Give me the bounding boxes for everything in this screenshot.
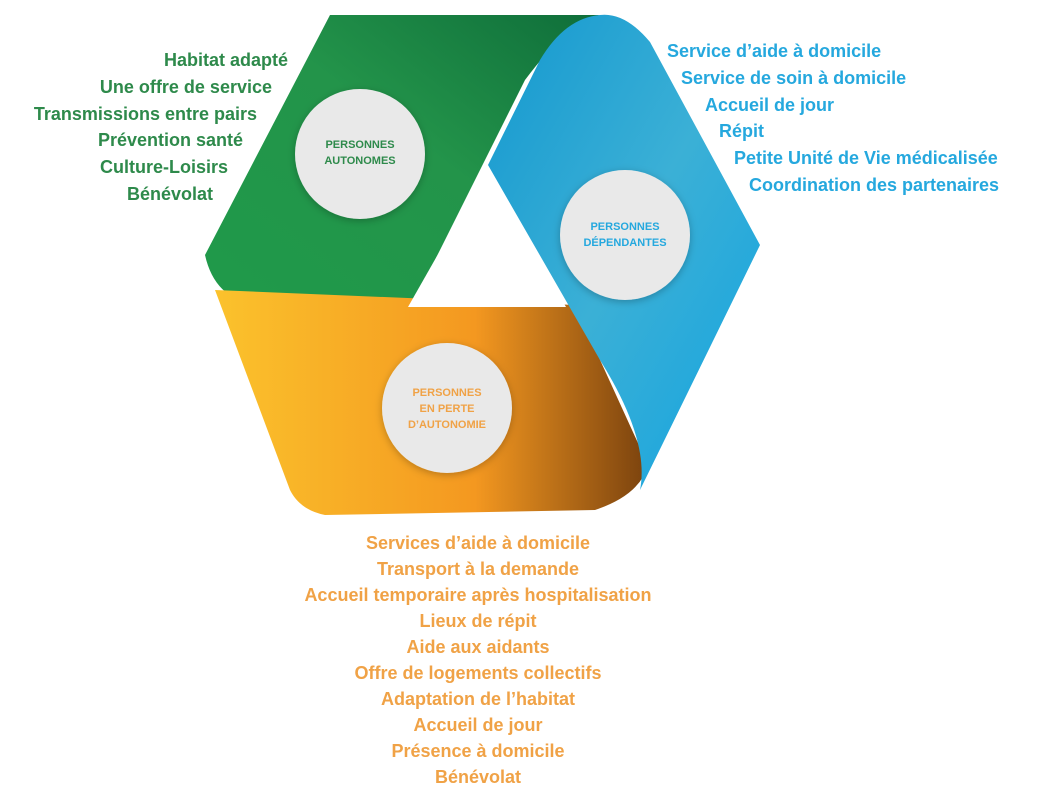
list-item: Adaptation de l’habitat <box>380 689 575 709</box>
list-item: Culture-Loisirs <box>99 157 228 178</box>
list-item: Lieux de répit <box>419 611 537 631</box>
list-item: Accueil de jour <box>413 715 543 735</box>
list-item: Services d’aide à domicile <box>365 533 591 553</box>
list-item: Présence à domicile <box>391 741 565 761</box>
list-item: Offre de logements collectifs <box>354 663 602 683</box>
list-item: Bénévolat <box>126 183 213 204</box>
node-autonomes-circle <box>295 89 425 219</box>
list-item: Coordination des partenaires <box>749 174 1000 195</box>
node-perte-line1: PERSONNES <box>412 387 481 399</box>
node-autonomes-line1: PERSONNES <box>325 139 394 151</box>
list-item: Prévention santé <box>97 130 243 151</box>
node-perte-line2: EN PERTE <box>419 403 474 415</box>
list-item: Une offre de service <box>99 76 272 97</box>
node-autonomes-line2: AUTONOMES <box>324 155 395 167</box>
list-item: Bénévolat <box>434 767 522 787</box>
perte-services-list: Services d’aide à domicile Transport à l… <box>228 530 728 790</box>
node-dependantes-line1: PERSONNES <box>590 221 659 233</box>
node-dependantes-circle <box>560 170 690 300</box>
node-dependantes: PERSONNES DÉPENDANTES <box>560 170 690 300</box>
node-autonomes: PERSONNES AUTONOMES <box>295 89 425 219</box>
autonomes-services-list: Habitat adapté Une offre de service Tran… <box>0 47 288 208</box>
list-item: Transmissions entre pairs <box>33 103 257 124</box>
dependantes-services-list: Service d’aide à domicile Service de soi… <box>667 38 1042 199</box>
list-item: Aide aux aidants <box>406 637 550 657</box>
node-dependantes-line2: DÉPENDANTES <box>583 236 666 249</box>
list-item: Petite Unité de Vie médicalisée <box>734 148 998 169</box>
list-item: Habitat adapté <box>163 50 288 70</box>
list-item: Service d’aide à domicile <box>667 41 882 61</box>
node-perte: PERSONNES EN PERTE D’AUTONOMIE <box>382 343 512 473</box>
node-perte-line3: D’AUTONOMIE <box>408 419 486 431</box>
list-item: Accueil temporaire après hospitalisation <box>304 585 652 605</box>
list-item: Service de soin à domicile <box>681 67 907 88</box>
node-perte-circle <box>382 343 512 473</box>
list-item: Transport à la demande <box>376 559 580 579</box>
list-item: Accueil de jour <box>705 94 835 115</box>
list-item: Répit <box>719 121 764 142</box>
center-triangle <box>408 168 566 307</box>
